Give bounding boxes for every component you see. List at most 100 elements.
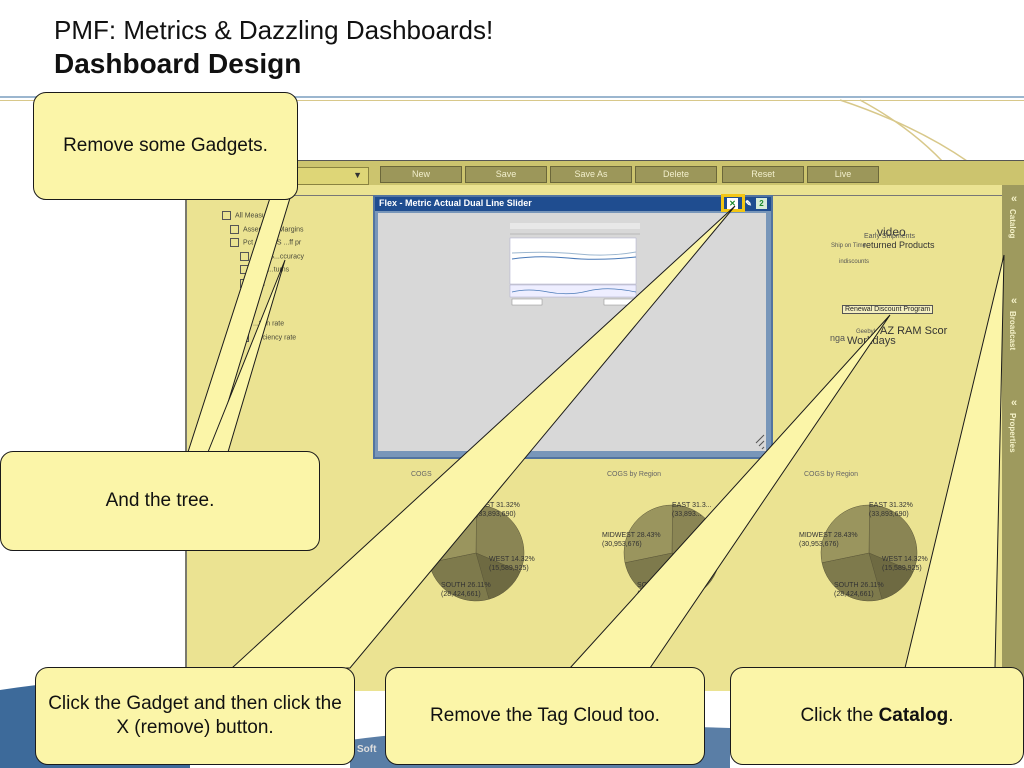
tree-item-label: ...ficiency rate — [253, 333, 297, 341]
tree-item-label: Assembly...Margins — [243, 225, 304, 233]
tab-catalog-label: Catalog — [1008, 209, 1017, 239]
pie-label-west: ...32% ...925) — [685, 556, 705, 572]
tag-word[interactable]: video — [877, 225, 906, 239]
pie-label-east: EAST 31.3... (33,893... — [672, 502, 712, 518]
tree-item[interactable]: ...tion rate — [222, 319, 304, 333]
help-icon: 2 — [759, 199, 764, 208]
pie-label-midwest: MIDWEST 28.43% (30,953,676) — [602, 532, 661, 548]
document-icon — [240, 251, 249, 261]
document-icon — [240, 292, 249, 301]
tag-word[interactable]: Workdays — [847, 335, 896, 347]
tree-item-label: Pct AS...ccuracy — [253, 252, 304, 260]
callout-catalog-bold: Catalog — [878, 705, 949, 726]
decorative-line-blue — [0, 96, 1024, 98]
tree-item-label: Pct ASN ...S ...ff pr — [243, 239, 302, 247]
side-panel: « Catalog « Broadcast « Properties — [1002, 185, 1024, 691]
folder-icon — [222, 211, 231, 220]
slide-subtitle: Dashboard Design — [54, 48, 302, 79]
tag-word[interactable]: Renewal Discount Program — [842, 305, 934, 314]
callout-catalog: Click the Catalog . — [730, 667, 1024, 765]
tree-item-label: ...tion rate — [253, 320, 285, 328]
folder-icon — [230, 224, 239, 234]
callout-tree: And the tree. — [0, 451, 320, 551]
tab-broadcast[interactable]: « Broadcast — [1004, 295, 1024, 350]
gadget-edit-button[interactable]: ✎ — [743, 198, 754, 209]
tree-item[interactable]: All Measures — [222, 211, 304, 225]
tree-item[interactable] — [222, 292, 304, 306]
tree-item[interactable]: Pct ASN ...S ...ff pr — [222, 238, 304, 252]
tag-word[interactable]: Early Shipments — [864, 233, 915, 240]
tree-item[interactable]: ...ficiency rate — [222, 332, 304, 347]
tree-item-label: All Measures — [235, 212, 276, 220]
tree-item[interactable]: Pr... — [222, 278, 304, 293]
callout-tag-cloud: Remove the Tag Cloud too. — [385, 667, 705, 765]
close-icon: ✕ — [729, 199, 736, 208]
remove-button-highlight — [721, 194, 745, 212]
tree-item[interactable]: Pct AS...ccuracy — [222, 251, 304, 266]
decorative-line-gold — [0, 100, 1024, 101]
pie-label-midwest: MIDWEST 28.43% (30,953,676) — [799, 532, 858, 548]
toolbar-button-new[interactable]: New — [380, 166, 462, 183]
tag-word[interactable]: nga — [830, 333, 846, 343]
gadget-titlebar[interactable]: Flex - Metric Actual Dual Line Slider ✕ … — [375, 194, 771, 212]
callout-click-gadget: Click the Gadget and then click the X (r… — [35, 667, 355, 765]
tab-catalog[interactable]: « Catalog — [1004, 193, 1024, 238]
document-icon — [240, 278, 249, 288]
chevron-left-icon: « — [1010, 397, 1018, 409]
callout-catalog-suffix: . — [948, 705, 954, 726]
pie-label-west: WEST 14.32% (15,589,925) — [489, 556, 535, 572]
tag-word[interactable]: Ship on Time — [831, 243, 867, 249]
pie-title: COGS by Region — [804, 471, 859, 478]
toolbar-button-save[interactable]: Save — [465, 166, 547, 183]
slide-title: PMF: Metrics & Dazzling Dashboards! — [54, 15, 494, 45]
toolbar-button-delete[interactable]: Delete — [635, 166, 717, 183]
gadget-help-button[interactable]: 2 — [756, 198, 767, 209]
tab-properties-label: Properties — [1008, 413, 1017, 453]
pie-title: COGS by Region — [607, 471, 662, 478]
chevron-left-icon: « — [1010, 295, 1018, 307]
document-icon — [240, 265, 249, 274]
callout-catalog-prefix: Click the — [800, 705, 879, 726]
tree-item[interactable]: Prod...turns — [222, 265, 304, 279]
tree-item-label: Prod...turns — [253, 266, 290, 274]
tree-item[interactable] — [222, 305, 304, 320]
tab-properties[interactable]: « Properties — [1004, 397, 1024, 453]
pie-label-south: SOUTH 26.11% (28,424,661) — [441, 582, 491, 598]
folder-icon — [230, 238, 239, 247]
pie-label-midwest: ...EST 28.43% (...53,676) — [406, 532, 452, 548]
callout-remove-gadgets: Remove some Gadgets. — [33, 92, 298, 200]
toolbar-button-live[interactable]: Live — [807, 166, 879, 183]
gadget-title: Flex - Metric Actual Dual Line Slider — [379, 198, 532, 208]
pie-label-south: SOUTH 26.11% (28,424,661) — [834, 582, 884, 598]
tag-word[interactable]: returned Products — [863, 240, 935, 250]
pie-title: COGS — [411, 471, 432, 478]
pencil-icon: ✎ — [745, 199, 752, 208]
document-icon — [240, 319, 249, 328]
tab-broadcast-label: Broadcast — [1008, 311, 1017, 351]
dual-line-chart — [509, 223, 765, 450]
footer-text: Soft — [357, 744, 377, 755]
tag-cloud[interactable]: video Early Shipments returned Products … — [817, 221, 957, 347]
tree-item[interactable]: Assembly...Margins — [222, 224, 304, 239]
pie-label-east: EAST 31.32% (33,893,690) — [869, 502, 913, 518]
chevron-down-icon: ▼ — [353, 170, 362, 180]
gadget-body — [378, 213, 766, 451]
toolbar-button-reset[interactable]: Reset — [722, 166, 804, 183]
chevron-left-icon: « — [1010, 193, 1018, 205]
document-icon — [240, 332, 249, 342]
gadget-close-button[interactable]: ✕ — [727, 198, 738, 209]
tag-word[interactable]: indiscounts — [839, 259, 870, 265]
toolbar-button-save-as[interactable]: Save As — [550, 166, 632, 183]
pie-label-south: SOUTH 26.11% (28,424,661) — [637, 582, 687, 598]
pie-chart-card[interactable]: COGS EAST 31.32% (33,893,690) ...EST 28.43… — [406, 471, 541, 621]
tree-item-label: Pr... — [253, 279, 266, 287]
document-icon — [240, 305, 249, 315]
pie-label-east: EAST 31.32% (33,893,690) — [476, 502, 520, 518]
pie-label-west: WEST 14.32% (15,589,925) — [882, 556, 928, 572]
gadget-window[interactable]: Flex - Metric Actual Dual Line Slider ✕ … — [373, 194, 773, 459]
